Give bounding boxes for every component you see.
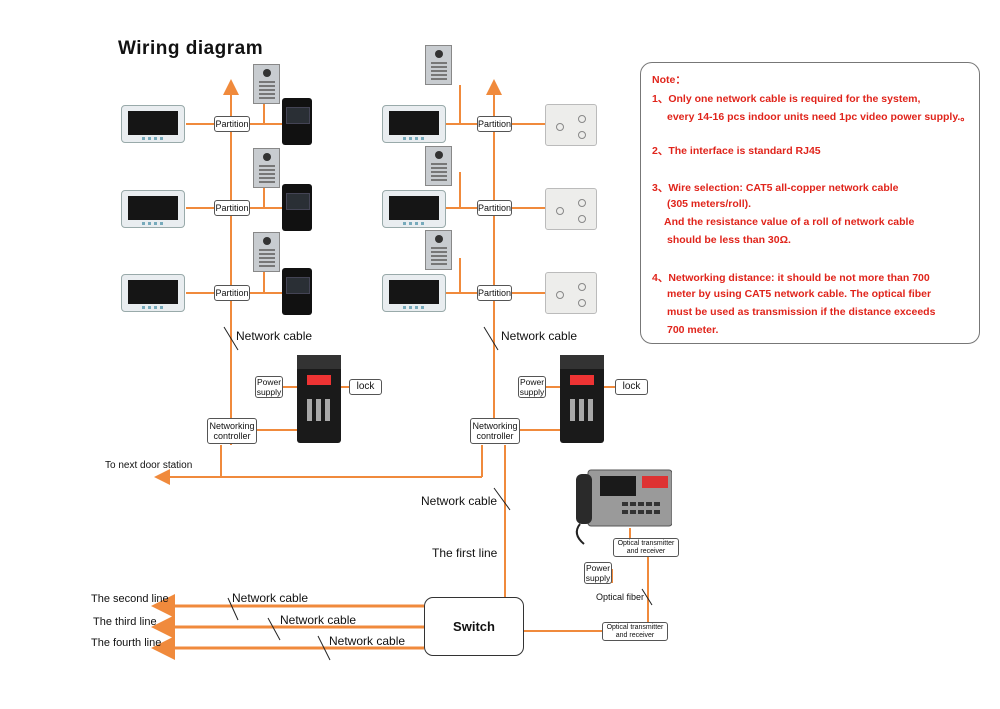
- optical-transceiver-box: Optical transmitter and receiver: [602, 622, 668, 641]
- network-cable-label: Network cable: [236, 329, 313, 343]
- fourth-line-label: The fourth line: [91, 637, 162, 649]
- partition-box: Partition: [477, 200, 512, 216]
- third-line-label: The third line: [93, 616, 157, 628]
- villa-door-station-icon: [425, 230, 452, 270]
- indoor-phone-icon: [282, 268, 312, 315]
- note-line: meter by using CAT5 network cable. The o…: [667, 288, 932, 300]
- management-center-icon: [575, 469, 672, 545]
- villa-door-station-icon: [253, 64, 280, 104]
- indoor-monitor-icon: [121, 274, 185, 312]
- network-switch: Switch: [424, 597, 524, 656]
- audio-phone-icon: [545, 188, 597, 230]
- villa-door-station-icon: [425, 146, 452, 186]
- network-cable-label: Network cable: [232, 591, 309, 605]
- lock-box: lock: [349, 379, 382, 395]
- diagram-title: Wiring diagram: [118, 38, 264, 59]
- note-line: 3、Wire selection: CAT5 all-copper networ…: [652, 182, 899, 194]
- note-line: 4、Networking distance: it should be not …: [652, 272, 930, 284]
- indoor-monitor-icon: [121, 105, 185, 143]
- audio-phone-icon: [545, 272, 597, 314]
- note-line: every 14-16 pcs indoor units need 1pc vi…: [667, 111, 971, 123]
- networking-controller-box: Networking controller: [207, 418, 257, 444]
- indoor-phone-icon: [282, 184, 312, 231]
- power-supply-box: Power supply: [518, 376, 546, 398]
- villa-door-station-icon: [253, 232, 280, 272]
- first-line-label: The first line: [432, 546, 498, 560]
- optical-fiber-label: Optical fiber: [596, 592, 645, 602]
- villa-door-station-icon: [425, 45, 452, 85]
- note-line: (305 meters/roll).: [667, 198, 752, 210]
- partition-box: Partition: [214, 200, 250, 216]
- network-cable-label: Network cable: [501, 329, 578, 343]
- note-line: must be used as transmission if the dist…: [667, 306, 936, 318]
- power-supply-box: Power supply: [584, 562, 612, 584]
- note-line: 1、Only one network cable is required for…: [652, 93, 921, 105]
- network-cable-label: Network cable: [329, 634, 406, 648]
- note-line: 2、The interface is standard RJ45: [652, 145, 821, 157]
- indoor-monitor-icon: [121, 190, 185, 228]
- network-cable-label: Network cable: [421, 494, 498, 508]
- partition-box: Partition: [214, 116, 250, 132]
- second-line-label: The second line: [91, 593, 169, 605]
- indoor-phone-icon: [282, 98, 312, 145]
- power-supply-box: Power supply: [255, 376, 283, 398]
- indoor-monitor-icon: [382, 274, 446, 312]
- note-line: 700 meter.: [667, 324, 719, 336]
- partition-box: Partition: [214, 285, 250, 301]
- partition-box: Partition: [477, 116, 512, 132]
- network-cable-label: Network cable: [280, 613, 357, 627]
- lock-box: lock: [615, 379, 648, 395]
- note-heading: Note：: [652, 74, 686, 86]
- note-line: And the resistance value of a roll of ne…: [664, 216, 915, 228]
- indoor-monitor-icon: [382, 105, 446, 143]
- partition-box: Partition: [477, 285, 512, 301]
- apartment-door-station-icon: [297, 355, 341, 443]
- note-line: should be less than 30Ω.: [667, 234, 791, 246]
- villa-door-station-icon: [253, 148, 280, 188]
- audio-phone-icon: [545, 104, 597, 146]
- optical-transceiver-box: Optical transmitter and receiver: [613, 538, 679, 557]
- networking-controller-box: Networking controller: [470, 418, 520, 444]
- note-panel: [640, 62, 980, 344]
- indoor-monitor-icon: [382, 190, 446, 228]
- next-door-label: To next door station: [105, 460, 193, 471]
- apartment-door-station-icon: [560, 355, 604, 443]
